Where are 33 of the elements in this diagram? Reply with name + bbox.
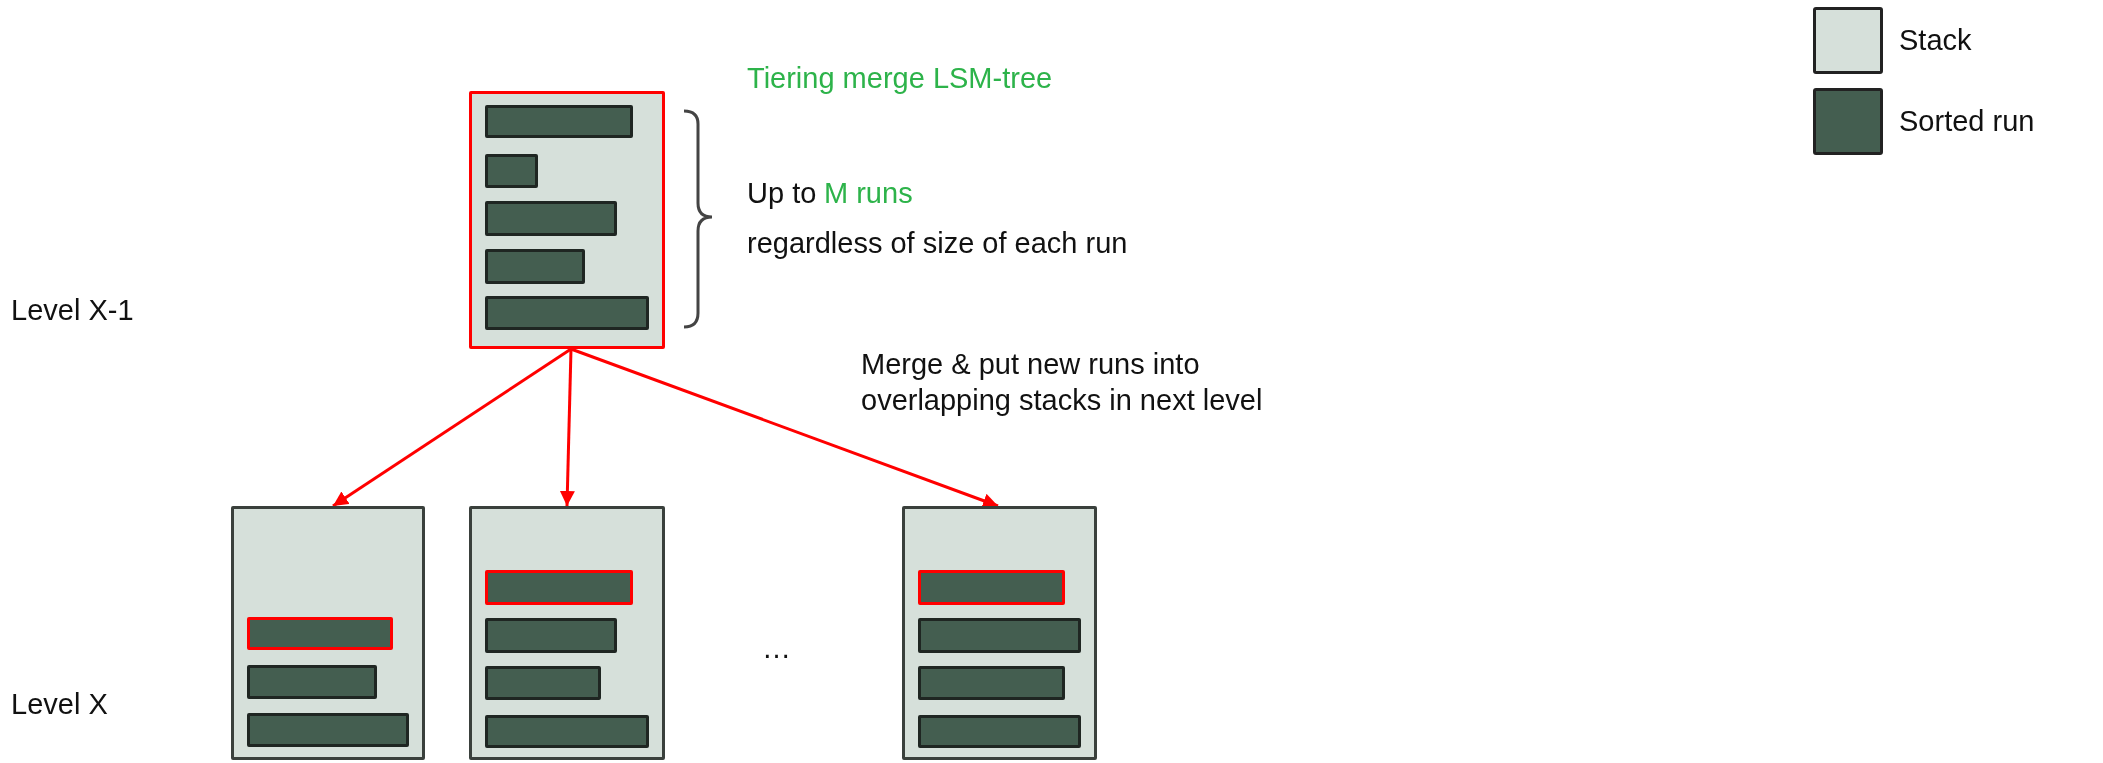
arrow	[559, 348, 575, 507]
sorted-run-bar	[918, 618, 1081, 653]
stack-box	[902, 506, 1097, 760]
sorted-run-bar	[485, 154, 538, 188]
arrow	[332, 347, 572, 508]
legend-label: Stack	[1899, 23, 1972, 58]
sorted-run-bar	[485, 105, 633, 138]
sorted-run-bar	[247, 713, 409, 747]
sorted-run-bar	[247, 665, 377, 699]
note: Up to	[747, 176, 817, 211]
note: Merge & put new runs into overlapping stacks in next level	[861, 347, 1264, 419]
level-label: Level X-1	[11, 293, 134, 328]
note: M runs	[824, 176, 913, 211]
sorted-run-bar	[485, 666, 601, 700]
sorted-run-bar	[918, 570, 1065, 605]
sorted-run-bar	[485, 570, 633, 605]
arrow	[570, 347, 999, 508]
sorted-run-bar	[918, 666, 1065, 700]
heading: Tiering merge LSM-tree	[747, 61, 1053, 96]
ellipsis: …	[762, 631, 791, 666]
sorted-run-bar	[485, 715, 649, 748]
sorted-run-bar	[247, 617, 393, 650]
sorted-run-bar	[485, 618, 617, 653]
sorted-run-bar	[485, 249, 585, 284]
stack-box	[469, 91, 665, 349]
stack-box	[231, 506, 425, 760]
legend-label: Sorted run	[1899, 104, 2035, 139]
sorted-run-bar	[485, 201, 617, 236]
stack-box	[469, 506, 665, 760]
sorted-run-bar	[918, 715, 1081, 748]
level-label: Level X	[11, 687, 108, 722]
sorted-run-bar	[485, 296, 649, 330]
note: regardless of size of each run	[747, 226, 1128, 261]
